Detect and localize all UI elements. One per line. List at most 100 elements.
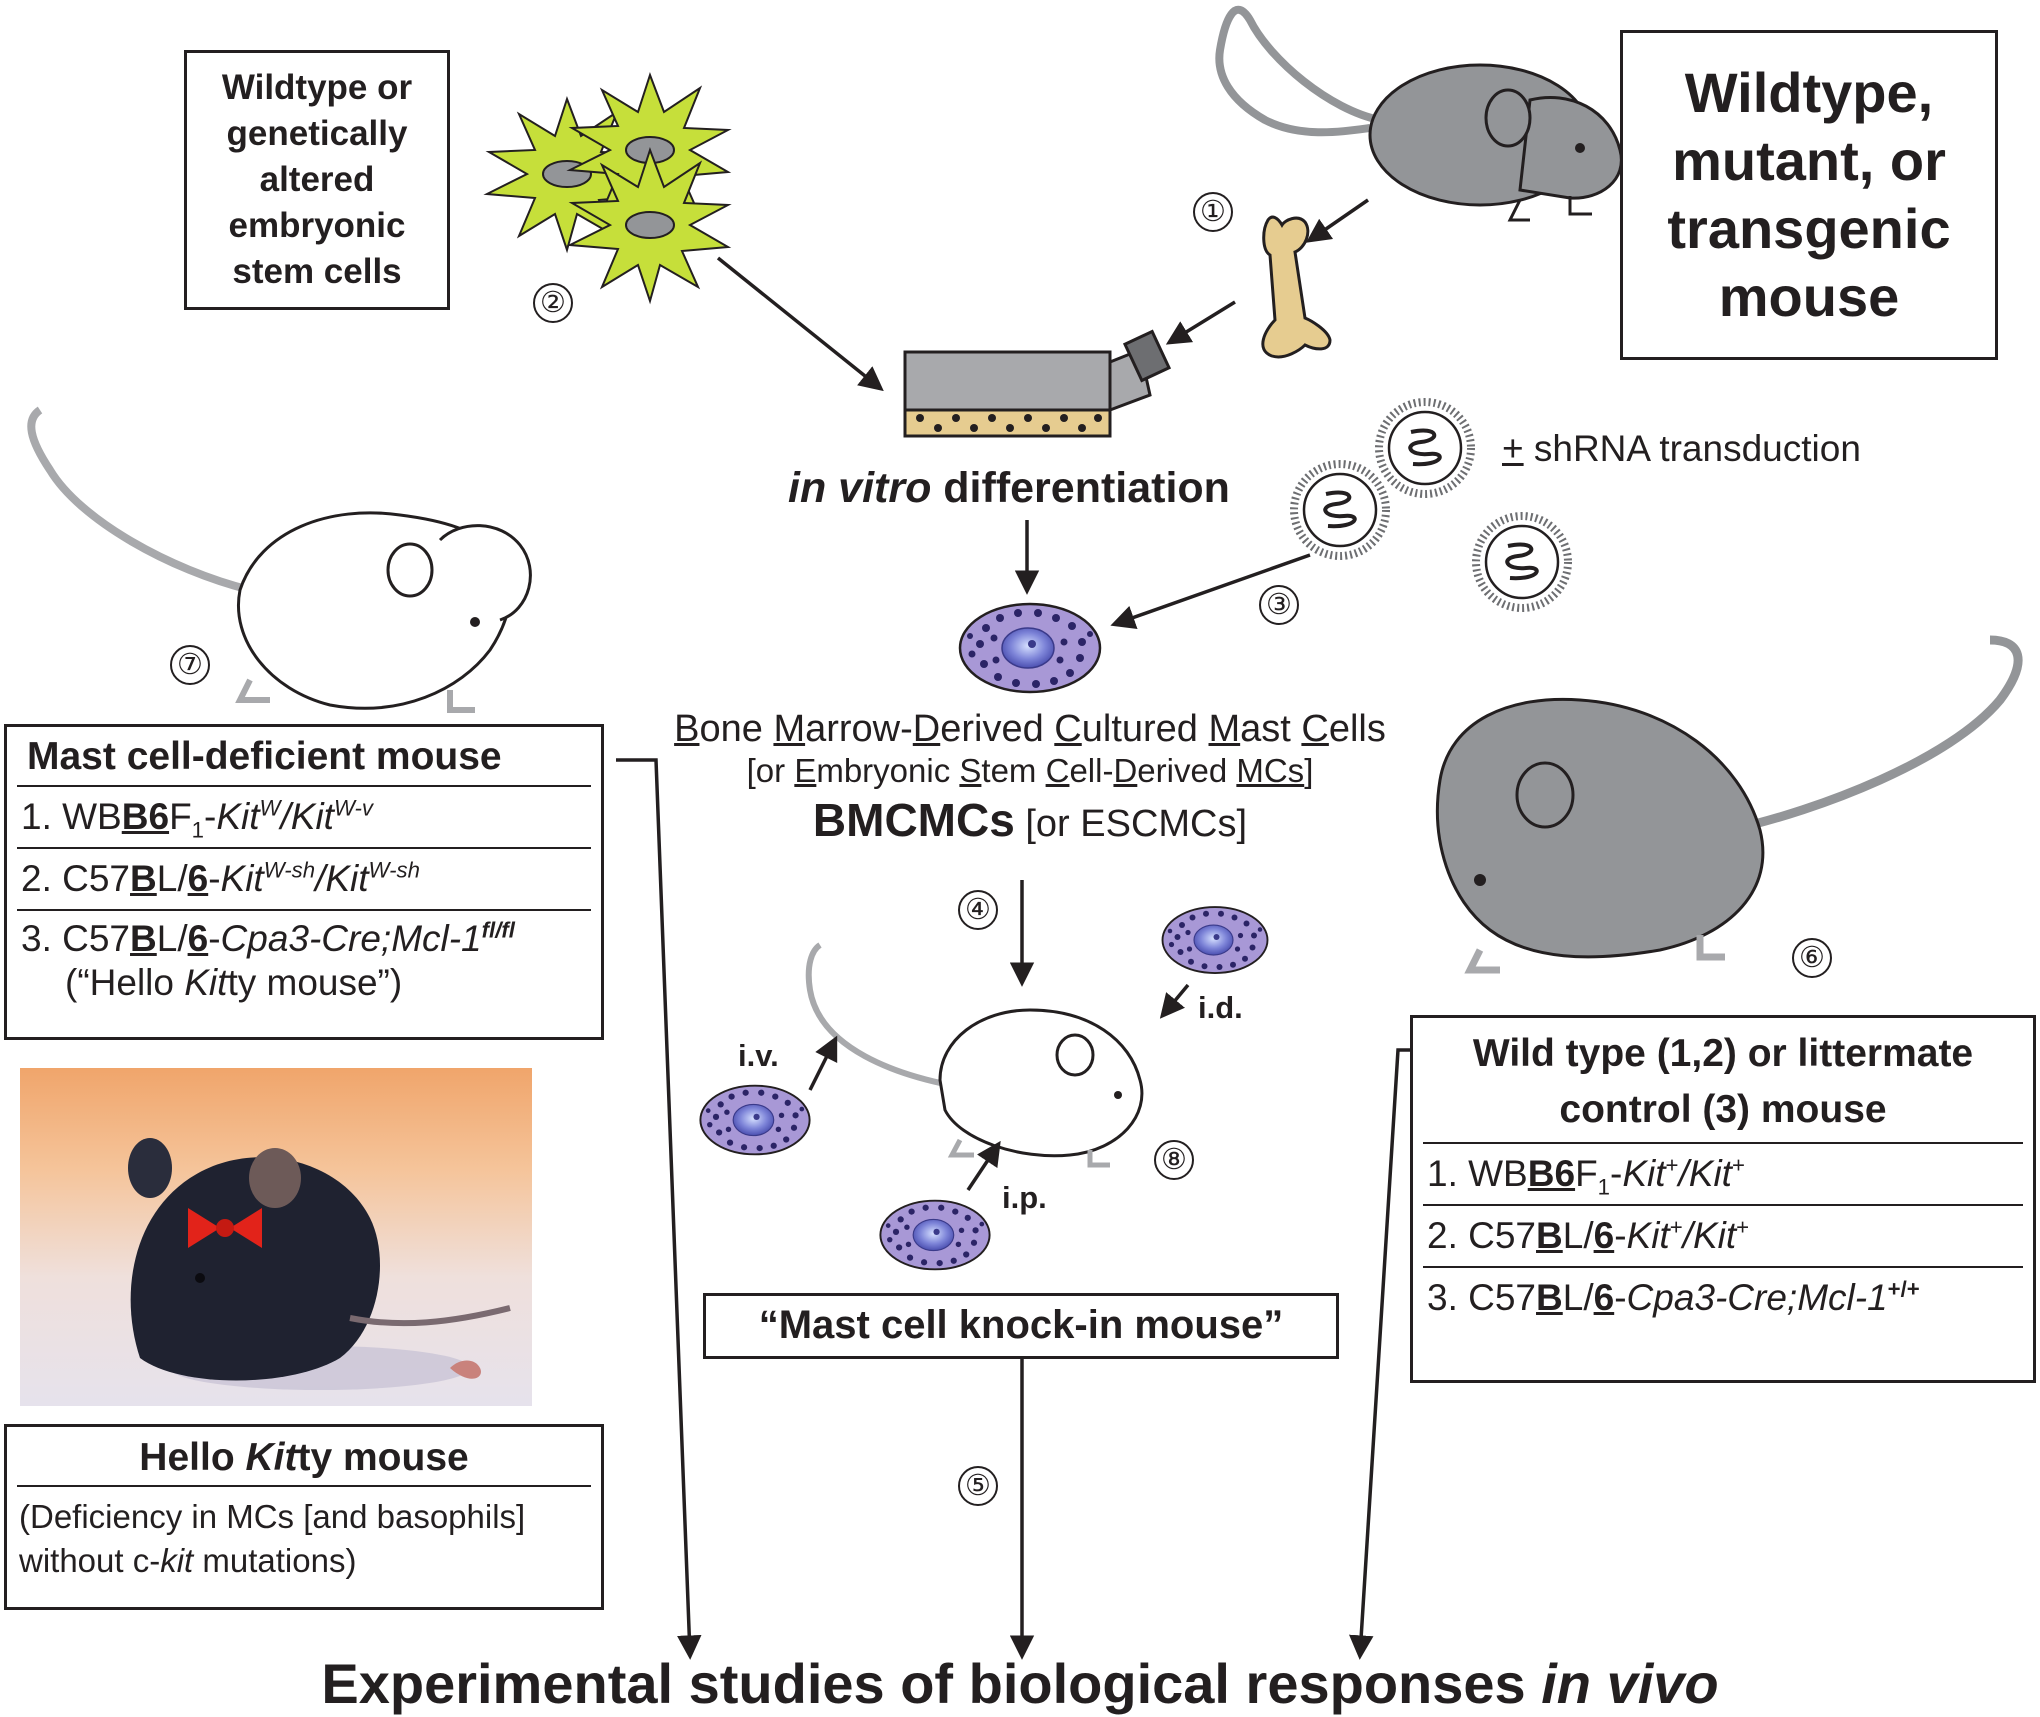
escmc-abbrev: [or ESCMCs] bbox=[1014, 803, 1248, 845]
divider bbox=[1423, 1266, 2023, 1268]
text: Kit bbox=[290, 796, 334, 837]
text: W-sh bbox=[368, 857, 420, 883]
bottom-title: Experimental studies of biological respo… bbox=[0, 1652, 2040, 1716]
text: Kit bbox=[1692, 1215, 1737, 1256]
in-vitro-label: in vitro differentiation bbox=[788, 464, 1230, 513]
es-cells-box: Wildtype or genetically altered embryoni… bbox=[184, 50, 450, 310]
text: / bbox=[315, 858, 326, 899]
mouse-type-line: mouse bbox=[1718, 265, 1900, 328]
bottom-title-italic: in vivo bbox=[1541, 1652, 1719, 1715]
plus-minus-sign: + bbox=[1502, 428, 1524, 469]
shrna-text: shRNA transduction bbox=[1523, 428, 1861, 469]
deficient-mouse-box: Mast cell-deficient mouse 1. WBB6F1-KitW… bbox=[4, 724, 604, 1040]
text: L/ bbox=[156, 918, 188, 959]
deficient-row-2: 2. C57BL/6-KitW-sh/KitW-sh bbox=[7, 849, 601, 909]
text: - bbox=[208, 918, 221, 959]
step-8-marker: ⑧ bbox=[1154, 1140, 1194, 1180]
text: / bbox=[1682, 1215, 1693, 1256]
word: one bbox=[699, 708, 774, 750]
word: erived bbox=[1137, 752, 1237, 789]
text: Kit bbox=[1626, 1215, 1670, 1256]
word: mbryonic bbox=[816, 752, 960, 789]
text: Kit bbox=[184, 962, 228, 1003]
text: - bbox=[1614, 1277, 1627, 1318]
text: 1. WB bbox=[21, 796, 122, 837]
text: L/ bbox=[1562, 1215, 1594, 1256]
text: + bbox=[1736, 1214, 1750, 1240]
text: control (3) mouse bbox=[1559, 1088, 1887, 1131]
text: L/ bbox=[156, 858, 188, 899]
text: 3. C57 bbox=[21, 918, 131, 959]
text: fl/fl bbox=[481, 917, 515, 943]
text: 6 bbox=[1593, 1215, 1615, 1256]
text: 6 bbox=[1593, 1277, 1615, 1318]
word: ell- bbox=[1069, 752, 1114, 789]
mouse-type-line: transgenic bbox=[1667, 197, 1951, 260]
text: 6 bbox=[187, 858, 209, 899]
mouse-type-box: Wildtype, mutant, or transgenic mouse bbox=[1620, 30, 1998, 360]
text: 1. WB bbox=[1427, 1153, 1528, 1194]
text: Kit bbox=[220, 858, 264, 899]
route-id-label: i.d. bbox=[1198, 990, 1243, 1025]
mouse-right-illustration bbox=[1436, 635, 2023, 974]
step-5-marker: ⑤ bbox=[958, 1466, 998, 1506]
text: Hello bbox=[139, 1436, 246, 1479]
text: W-sh bbox=[263, 857, 316, 883]
text: B bbox=[130, 918, 157, 959]
lentivirus-2 bbox=[1476, 516, 1568, 608]
bone-illustration bbox=[1261, 215, 1332, 359]
text: F bbox=[1575, 1153, 1598, 1194]
hello-kitty-title: Hello Kitty mouse bbox=[7, 1427, 601, 1485]
word: erived bbox=[940, 708, 1055, 750]
text-line: without c-kit mutations) bbox=[19, 1539, 589, 1583]
text: + bbox=[1665, 1152, 1679, 1178]
es-cells-line: stem cells bbox=[232, 252, 402, 291]
letter: C bbox=[1045, 752, 1070, 789]
route-ip-label: i.p. bbox=[1002, 1180, 1047, 1215]
bmcmc-label: Bone Marrow-Derived Cultured Mast Cells … bbox=[600, 707, 1460, 853]
word: [or bbox=[746, 752, 795, 789]
bmcmc-abbrev: BMCMCs bbox=[812, 794, 1015, 846]
text: W bbox=[259, 795, 281, 821]
route-iv-label: i.v. bbox=[738, 1038, 779, 1073]
step-4-marker: ④ bbox=[958, 890, 998, 930]
culture-flask bbox=[903, 329, 1172, 438]
divider bbox=[17, 909, 591, 911]
arrows bbox=[616, 198, 1410, 1660]
divider bbox=[1423, 1204, 2023, 1206]
text: - bbox=[204, 796, 217, 837]
text: mutations) bbox=[193, 1542, 357, 1579]
letter: D bbox=[912, 708, 941, 750]
mouse-type-line: mutant, or bbox=[1672, 129, 1946, 192]
text: Cpa3-Cre;Mcl-1 bbox=[1626, 1277, 1888, 1318]
letter: S bbox=[959, 752, 982, 789]
text: Kit bbox=[1622, 1153, 1666, 1194]
mast-cell-iv bbox=[699, 1084, 811, 1156]
text: W-v bbox=[333, 795, 373, 821]
bottom-title-text: Experimental studies of biological respo… bbox=[321, 1652, 1542, 1715]
deficient-row-1: 1. WBB6F1-KitW/KitW-v bbox=[7, 787, 601, 847]
text: B bbox=[1536, 1277, 1563, 1318]
text: - bbox=[1614, 1215, 1627, 1256]
letter: C bbox=[1301, 708, 1329, 750]
word: ast bbox=[1240, 708, 1302, 750]
text: / bbox=[280, 796, 291, 837]
text: ty mouse”) bbox=[227, 962, 403, 1003]
divider bbox=[17, 1485, 591, 1487]
deficient-row-3: 3. C57BL/6-Cpa3-Cre;Mcl-1fl/fl (“Hello K… bbox=[7, 911, 601, 1013]
bmcmc-line-3: BMCMCs [or ESCMCs] bbox=[600, 791, 1460, 853]
control-row-2: 2. C57BL/6-Kit+/Kit+ bbox=[1413, 1206, 2033, 1266]
shrna-label: + shRNA transduction bbox=[1502, 428, 1861, 470]
hello-kitty-box: Hello Kitty mouse (Deficiency in MCs [an… bbox=[4, 1424, 604, 1610]
lentivirus-3 bbox=[1294, 464, 1386, 556]
divider bbox=[1423, 1142, 2023, 1144]
letter: D bbox=[1113, 752, 1138, 789]
bmcmc-line-1: Bone Marrow-Derived Cultured Mast Cells bbox=[600, 707, 1460, 751]
control-mouse-box: Wild type (1,2) or littermate control (3… bbox=[1410, 1015, 2036, 1383]
text: B bbox=[130, 858, 157, 899]
word: ultured bbox=[1081, 708, 1209, 750]
step-2-marker: ② bbox=[533, 283, 573, 323]
step-1-marker: ① bbox=[1193, 192, 1233, 232]
word: tem bbox=[981, 752, 1046, 789]
text: + bbox=[1731, 1152, 1745, 1178]
